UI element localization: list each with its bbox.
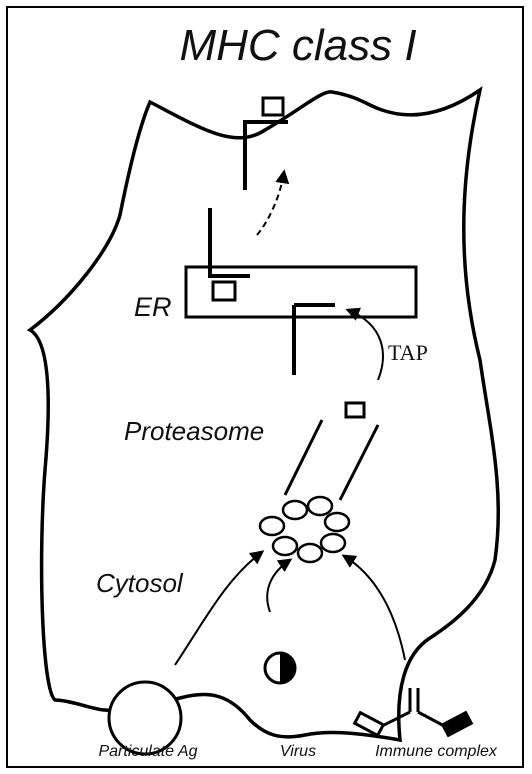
mhc-surface-molecule (245, 98, 288, 190)
immune-complex-label: Immune complex (375, 743, 498, 760)
tap-arrow (348, 310, 383, 380)
tap-label: TAP (388, 340, 428, 365)
cell-membrane (30, 90, 498, 740)
immune-complex-arrow (344, 556, 405, 660)
proteasome-channel-right (340, 425, 378, 500)
virus-label: Virus (280, 743, 316, 760)
proteasome-icon (260, 497, 349, 562)
virus-arrow (267, 560, 290, 612)
particulate-arrow (175, 552, 262, 665)
cytosol-label: Cytosol (96, 568, 184, 598)
immune-complex-icon (355, 688, 472, 735)
export-arrow (257, 172, 284, 235)
particulate-ag-label: Particulate Ag (98, 743, 197, 760)
proteasome-channel-left (285, 420, 322, 495)
proteasome-label: Proteasome (124, 416, 264, 446)
diagram-title: MHC class I (179, 21, 416, 70)
virus-icon (265, 653, 295, 683)
peptide (346, 403, 364, 417)
er-label: ER (134, 292, 172, 322)
